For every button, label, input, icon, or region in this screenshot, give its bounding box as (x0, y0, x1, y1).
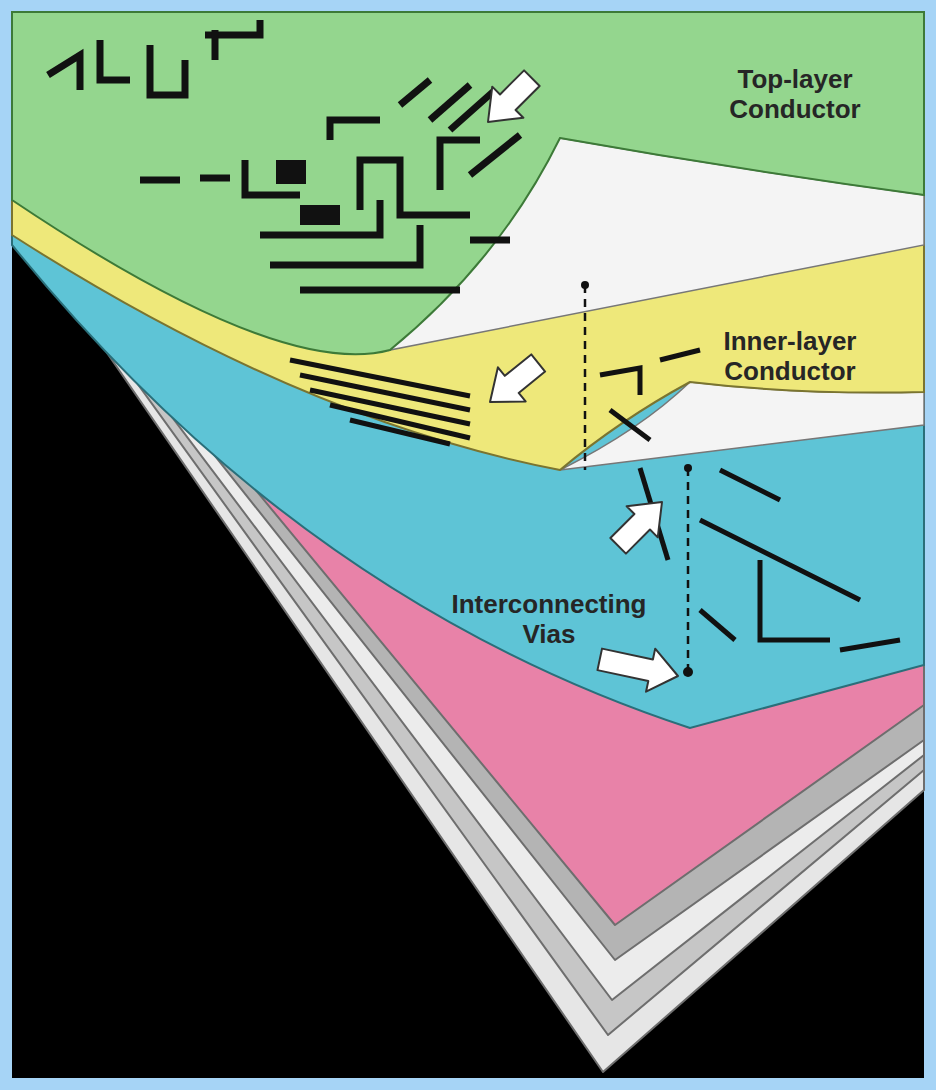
inner-layer (12, 12, 924, 728)
part-label: Inner-layer Conductor (695, 327, 885, 387)
inner-layer (12, 12, 924, 470)
via-dot (581, 281, 589, 289)
layer (12, 12, 924, 960)
layer (12, 12, 924, 1000)
base-layers (12, 12, 924, 1072)
pad (300, 205, 340, 225)
traces (640, 468, 900, 650)
part-label: Top-layer Conductor (700, 65, 890, 125)
layer (12, 12, 924, 925)
traces (48, 20, 520, 290)
via-dot (683, 667, 693, 677)
top-layer (12, 12, 924, 354)
part-label: Interconnecting Vias (424, 590, 674, 650)
backdrop (12, 12, 924, 1078)
layer (12, 12, 924, 1035)
pad (276, 160, 306, 184)
layer (12, 12, 924, 1072)
via-dot (684, 464, 692, 472)
